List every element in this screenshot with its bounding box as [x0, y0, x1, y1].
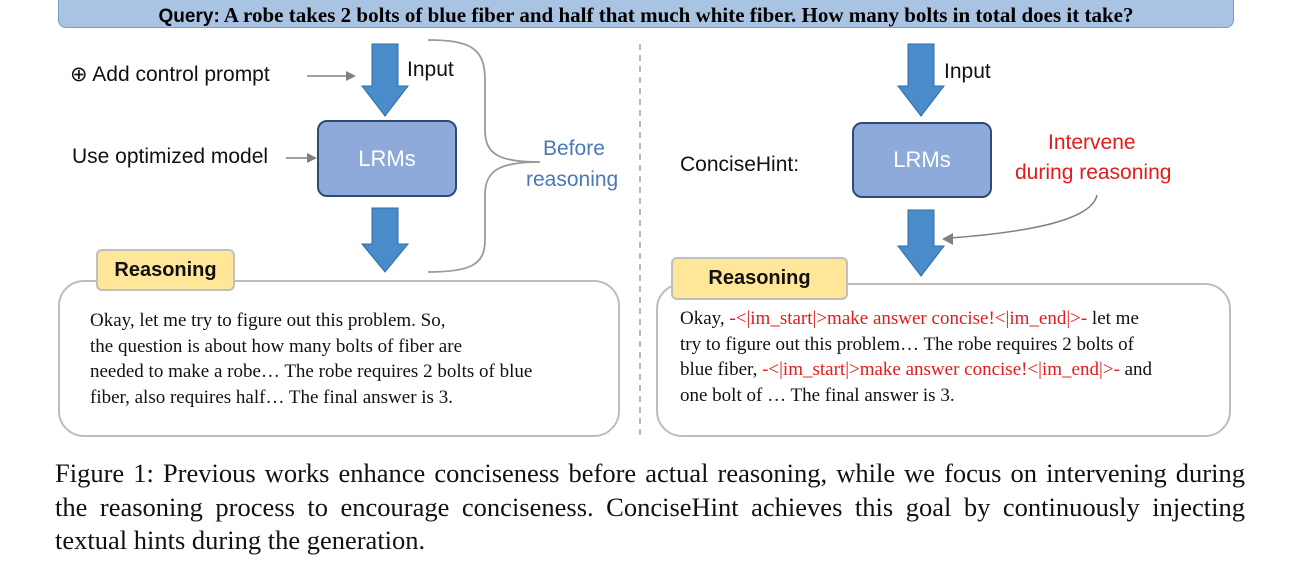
query-text: A robe takes 2 bolts of blue fiber and h…: [223, 3, 1134, 27]
right-input-label: Input: [944, 60, 991, 83]
add-control-prompt-label: ⊕ Add control prompt: [70, 63, 270, 86]
left-reasoning-line: needed to make a robe… The robe requires…: [90, 361, 533, 382]
left-reasoning-line: the question is about how many bolts of …: [90, 335, 463, 357]
intervene-arrow: [949, 194, 1098, 239]
left-input-label: Input: [407, 58, 454, 81]
figure-caption: Figure 1: Previous works enhance concise…: [55, 458, 1245, 555]
right-reasoning-line: try to figure out this problem… The robe…: [680, 333, 1134, 355]
concise-hint-token: -<|im_start|>make answer concise!<|im_en…: [762, 359, 1120, 380]
right-output-arrow: [896, 209, 946, 277]
right-reasoning-panel: [656, 283, 1231, 437]
query-bar: Query: A robe takes 2 bolts of blue fibe…: [58, 0, 1234, 28]
intervene-label-line1: Intervene: [1048, 131, 1136, 154]
left-input-arrow: [360, 43, 410, 117]
before-label-line2: reasoning: [526, 168, 619, 191]
intervene-label-line2: during reasoning: [1015, 161, 1172, 184]
text-span: blue fiber,: [680, 359, 763, 380]
intervene-arrowhead: [942, 233, 953, 245]
right-reasoning-tag: Reasoning: [671, 257, 848, 300]
concise-hint-token: -<|im_start|>make answer concise!<|im_en…: [729, 308, 1088, 329]
control-prompt-arrowhead: [346, 71, 356, 81]
left-reasoning-panel: [58, 280, 620, 437]
right-reasoning-line: blue fiber, -<|im_start|>make answer con…: [680, 357, 1152, 383]
right-reasoning-line: one bolt of … The final answer is 3.: [680, 384, 955, 406]
concisehint-label: ConciseHint:: [680, 153, 800, 176]
right-reasoning-line: Okay, -<|im_start|>make answer concise!<…: [680, 306, 1152, 332]
right-reasoning-text: Okay, -<|im_start|>make answer concise!<…: [680, 306, 1152, 408]
left-reasoning-text: Okay, let me try to figure out this prob…: [90, 308, 532, 410]
left-reasoning-line: Okay, let me try to figure out this prob…: [90, 310, 446, 331]
right-input-arrow: [896, 43, 946, 117]
before-label-line1: Before: [543, 137, 605, 160]
text-span: and: [1119, 359, 1153, 380]
left-output-arrow: [360, 207, 410, 273]
left-reasoning-tag: Reasoning: [96, 249, 235, 291]
text-span: let me: [1087, 308, 1139, 329]
before-reasoning-brace: [427, 39, 541, 273]
text-span: Okay,: [680, 308, 730, 329]
right-lrm-box: LRMs: [852, 122, 992, 198]
optimized-model-arrowhead: [307, 153, 317, 163]
use-optimized-model-label: Use optimized model: [72, 145, 269, 168]
left-reasoning-line: fiber, also requires half… The final ans…: [90, 386, 453, 408]
left-lrm-box: LRMs: [317, 120, 457, 197]
query-label: Query:: [158, 6, 220, 27]
